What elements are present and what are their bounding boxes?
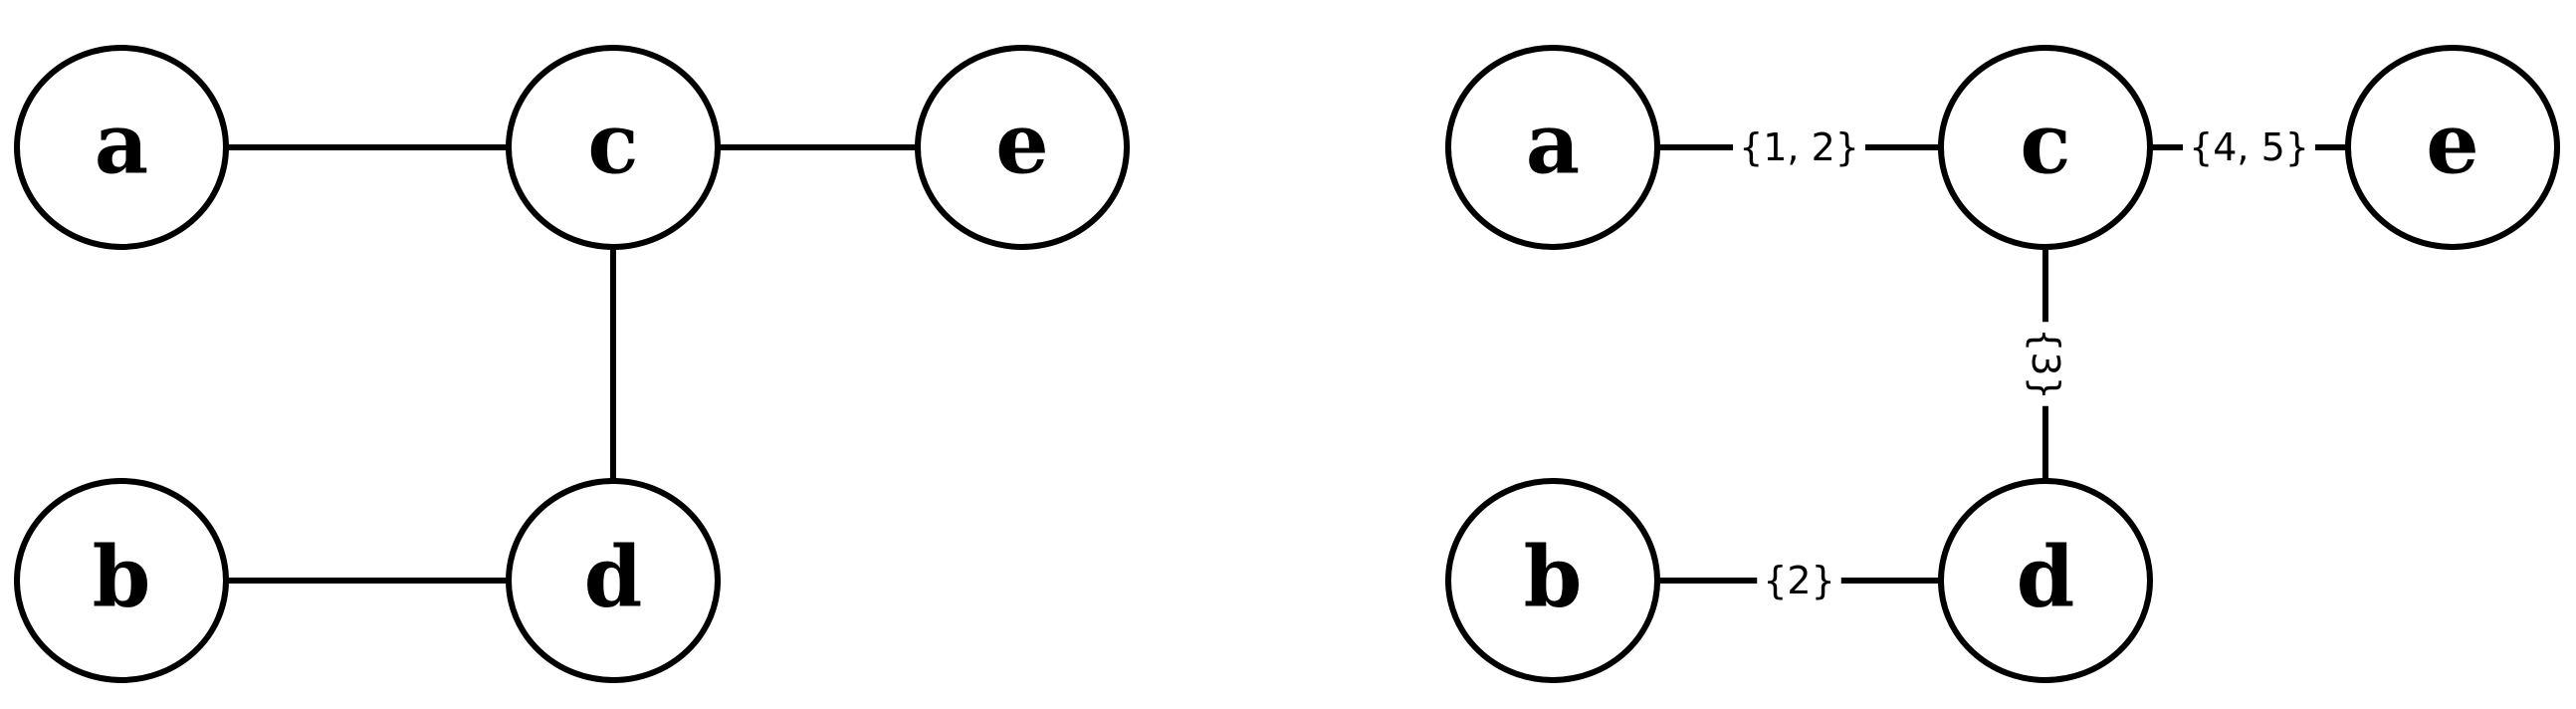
node-a-shape bbox=[14, 45, 229, 250]
node-b-shape bbox=[14, 478, 229, 683]
node-b-label: b bbox=[93, 528, 151, 626]
node-e: e bbox=[2345, 45, 2560, 250]
node-d-label: d bbox=[2017, 528, 2075, 626]
node-a-label: a bbox=[1526, 95, 1580, 193]
node-d-shape bbox=[506, 478, 721, 683]
node-b: b bbox=[14, 478, 229, 683]
node-d-shape bbox=[1938, 478, 2153, 683]
node-c: c bbox=[506, 45, 721, 250]
node-a-label: a bbox=[95, 95, 148, 193]
edge-label-b-d: {2} bbox=[1757, 559, 1841, 602]
node-e: e bbox=[915, 45, 1130, 250]
node-e-shape bbox=[915, 45, 1130, 250]
node-c-label: c bbox=[2020, 95, 2070, 193]
graph-left: a b c d e bbox=[14, 45, 1130, 683]
node-b: b bbox=[1445, 478, 1660, 683]
node-e-shape bbox=[2345, 45, 2560, 250]
node-c: c bbox=[1938, 45, 2153, 250]
node-d-label: d bbox=[584, 528, 643, 626]
node-c-shape bbox=[1938, 45, 2153, 250]
node-b-shape bbox=[1445, 478, 1660, 683]
edge-label-text: {1, 2} bbox=[1739, 125, 1859, 169]
node-d: d bbox=[506, 478, 721, 683]
edge-label-text: {3} bbox=[2024, 328, 2067, 400]
edge-label-text: {2} bbox=[1763, 559, 1835, 602]
edge-label-text: {4, 5} bbox=[2189, 125, 2309, 169]
node-a-shape bbox=[1445, 45, 1660, 250]
node-b-label: b bbox=[1524, 528, 1583, 626]
node-c-label: c bbox=[587, 95, 638, 193]
node-a: a bbox=[1445, 45, 1660, 250]
node-d: d bbox=[1938, 478, 2153, 683]
node-c-shape bbox=[506, 45, 721, 250]
graph-right: {1, 2} {4, 5} {3} {2} a b c d e bbox=[1445, 45, 2560, 683]
edge-label-c-d: {3} bbox=[2024, 322, 2067, 406]
edge-label-c-e: {4, 5} bbox=[2183, 125, 2315, 169]
node-e-label: e bbox=[995, 95, 1048, 193]
node-a: a bbox=[14, 45, 229, 250]
node-e-label: e bbox=[2426, 95, 2478, 193]
edge-label-a-c: {1, 2} bbox=[1733, 125, 1865, 169]
